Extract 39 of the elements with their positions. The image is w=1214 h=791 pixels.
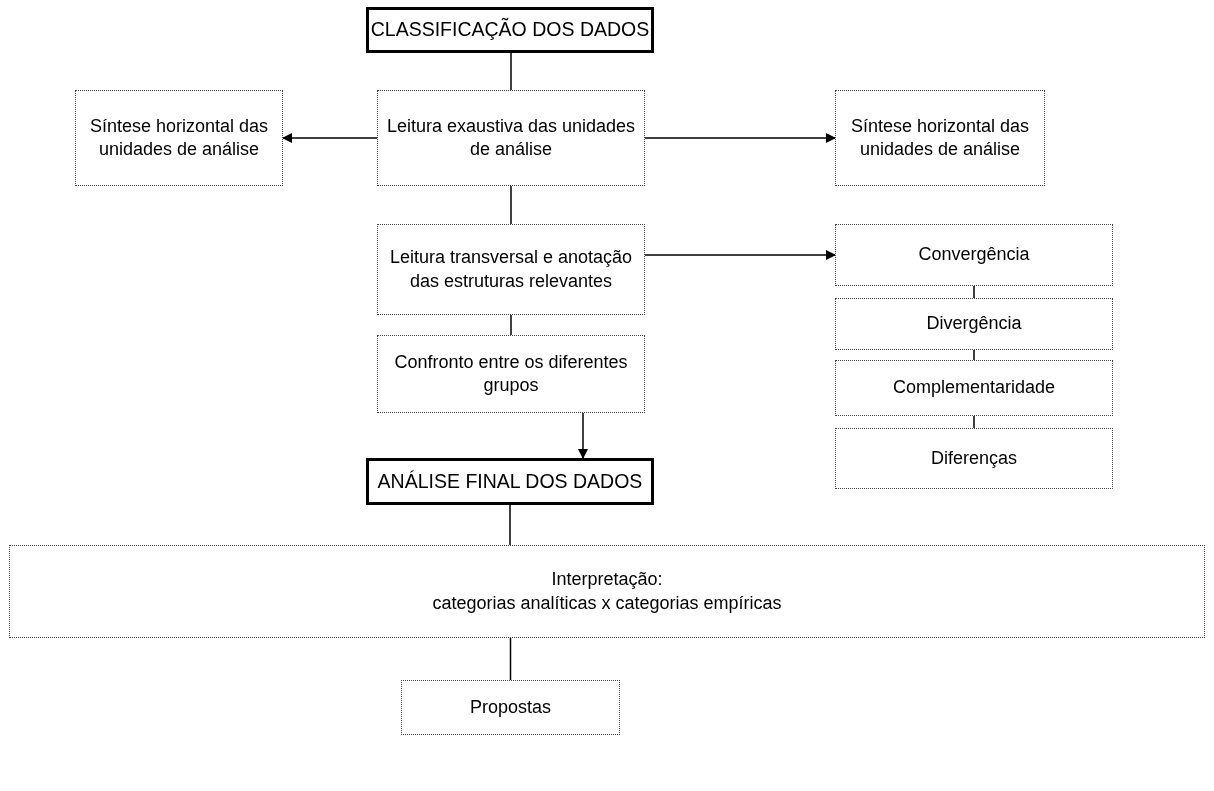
process-box	[835, 360, 1113, 416]
process-box	[75, 90, 283, 186]
process-box	[835, 298, 1113, 350]
node-text: CLASSIFICAÇÃO DOS DADOS	[370, 17, 650, 43]
connector-line	[509, 504, 511, 546]
arrow	[644, 133, 836, 143]
process-box	[835, 224, 1113, 286]
process-box	[835, 428, 1113, 489]
connector-line	[510, 314, 512, 336]
arrow	[644, 250, 836, 260]
connector-line	[509, 637, 512, 681]
process-box	[401, 680, 620, 735]
node-text: Síntese horizontal das unidades de análise	[849, 114, 1031, 161]
node-text: Diferenças	[930, 446, 1017, 470]
node-text: ANÁLISE FINAL DOS DADOS	[377, 468, 643, 494]
heading-box	[366, 7, 654, 53]
connector-line	[973, 415, 975, 429]
process-box	[377, 224, 645, 315]
node-text: Leitura transversal e anotação das estruturas relevantes	[388, 246, 634, 293]
node-text: Divergência	[926, 312, 1022, 336]
node-text: Síntese horizontal das unidades de análise	[88, 114, 270, 161]
node-text: Convergência	[918, 243, 1030, 267]
node-text: Leitura exaustiva das unidades de análise	[385, 114, 637, 161]
connector-line	[973, 285, 975, 299]
arrow	[578, 412, 588, 459]
arrow	[282, 133, 378, 143]
connector-line	[510, 185, 512, 225]
process-box	[835, 90, 1045, 186]
process-box	[377, 335, 645, 413]
process-box	[9, 545, 1205, 638]
node-text: categorias analíticas x categorias empíricas	[432, 591, 782, 615]
node-text: Interpretação:	[551, 568, 663, 592]
node-text: Propostas	[469, 695, 551, 719]
node-text: Confronto entre os diferentes grupos	[393, 350, 629, 397]
heading-box	[366, 458, 654, 505]
node-text: Complementaridade	[892, 376, 1056, 400]
process-box	[377, 90, 645, 186]
connector-line	[973, 349, 975, 361]
connector-line	[510, 52, 512, 91]
